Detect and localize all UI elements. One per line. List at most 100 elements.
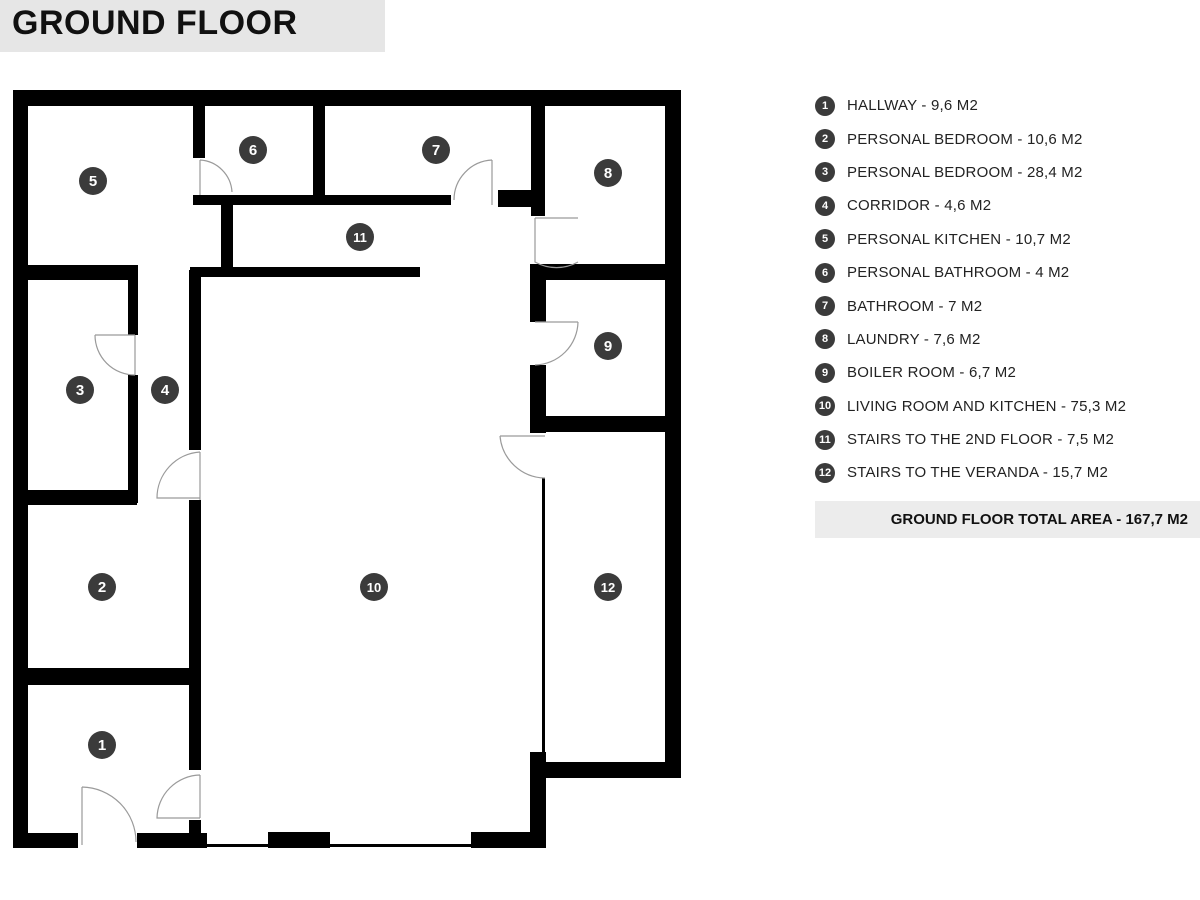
door-swing [156,451,201,500]
wall [207,844,471,847]
legend-badge: 1 [815,95,835,116]
wall [531,104,545,216]
room-marker-circle [79,167,107,195]
room-marker-7: 7 [422,136,450,164]
legend-badge: 4 [815,195,835,216]
wall [25,668,197,685]
room-marker-10: 10 [360,573,388,601]
wall [542,478,545,753]
room-marker-circle [239,136,267,164]
room-marker-circle [422,136,450,164]
legend-item-9: 9 BOILER ROOM - 6,7 M2 [815,356,1200,389]
wall [13,90,28,848]
door-swing [499,435,546,479]
door-swing [94,334,136,376]
legend-badge: 9 [815,362,835,383]
legend-badge: 3 [815,162,835,183]
legend-item-8: 8 LAUNDRY - 7,6 M2 [815,323,1200,356]
room-marker-number: 7 [432,142,440,159]
room-marker-12: 12 [594,573,622,601]
room-marker-circle [88,731,116,759]
door-swing [156,774,201,819]
legend-label: PERSONAL BEDROOM - 10,6 M2 [847,130,1083,148]
room-marker-1: 1 [88,731,116,759]
legend-label: PERSONAL KITCHEN - 10,7 M2 [847,230,1071,248]
room-marker-number: 4 [161,382,170,399]
title-banner: GROUND FLOOR [0,0,385,52]
legend-item-12: 12 STAIRS TO THE VERANDA - 15,7 M2 [815,456,1200,489]
wall [13,833,78,848]
room-marker-6: 6 [239,136,267,164]
legend-badge: 12 [815,462,835,483]
wall [25,265,137,280]
wall [189,820,201,838]
legend-badge: 6 [815,262,835,283]
wall [471,832,546,848]
legend-label: CORRIDOR - 4,6 M2 [847,197,992,215]
wall [498,190,534,207]
legend-label: BOILER ROOM - 6,7 M2 [847,364,1017,382]
legend-item-3: 3 PERSONAL BEDROOM - 28,4 M2 [815,156,1200,189]
wall [13,90,681,106]
wall [545,762,681,778]
room-marker-8: 8 [594,159,622,187]
room-marker-circle [594,332,622,360]
wall [190,267,420,277]
legend-badge: 7 [815,296,835,317]
wall [25,490,137,505]
room-marker-number: 9 [604,338,612,355]
room-marker-number: 3 [76,382,84,399]
doors [81,159,579,845]
room-marker-circle [360,573,388,601]
room-marker-3: 3 [66,376,94,404]
wall [193,104,205,158]
legend-item-1: 1 HALLWAY - 9,6 M2 [815,89,1200,122]
legend-badge: 8 [815,329,835,350]
legend-badge: 11 [815,429,835,450]
legend-item-11: 11 STAIRS TO THE 2ND FLOOR - 7,5 M2 [815,423,1200,456]
room-marker-11: 11 [346,223,374,251]
legend-label: BATHROOM - 7 M2 [847,297,983,315]
wall [128,375,138,503]
legend-label: PERSONAL BEDROOM - 28,4 M2 [847,163,1083,181]
wall [530,264,546,322]
total-area-box: GROUND FLOOR TOTAL AREA - 167,7 M2 [815,501,1200,538]
door-swing [81,786,137,845]
room-marker-number: 2 [98,579,106,596]
room-marker-number: 12 [601,580,615,595]
room-marker-5: 5 [79,167,107,195]
wall [128,265,138,335]
room-marker-number: 5 [89,173,97,190]
legend-item-10: 10 LIVING ROOM AND KITCHEN - 75,3 M2 [815,390,1200,423]
legend-label: PERSONAL BATHROOM - 4 M2 [847,264,1070,282]
room-marker-number: 11 [353,230,367,245]
room-marker-number: 1 [98,737,106,754]
room-marker-number: 10 [367,580,381,595]
wall [530,752,546,848]
wall [189,500,201,770]
legend-badge: 10 [815,396,835,417]
room-marker-number: 8 [604,165,612,182]
legend-label: STAIRS TO THE 2ND FLOOR - 7,5 M2 [847,431,1115,449]
wall [530,264,670,280]
page-title: GROUND FLOOR [12,4,298,42]
walls [13,90,681,848]
room-marker-circle [594,159,622,187]
room-marker-circle [88,573,116,601]
room-marker-circle [151,376,179,404]
legend-label: LAUNDRY - 7,6 M2 [847,330,981,348]
legend-label: STAIRS TO THE VERANDA - 15,7 M2 [847,464,1109,482]
room-marker-circle [594,573,622,601]
legend-item-6: 6 PERSONAL BATHROOM - 4 M2 [815,256,1200,289]
legend-label: LIVING ROOM AND KITCHEN - 75,3 M2 [847,397,1127,415]
total-area-label: GROUND FLOOR TOTAL AREA - 167,7 M2 [890,511,1188,528]
door-swing [199,159,233,195]
legend-label: HALLWAY - 9,6 M2 [847,97,979,115]
legend-item-7: 7 BATHROOM - 7 M2 [815,289,1200,322]
wall [665,90,681,778]
